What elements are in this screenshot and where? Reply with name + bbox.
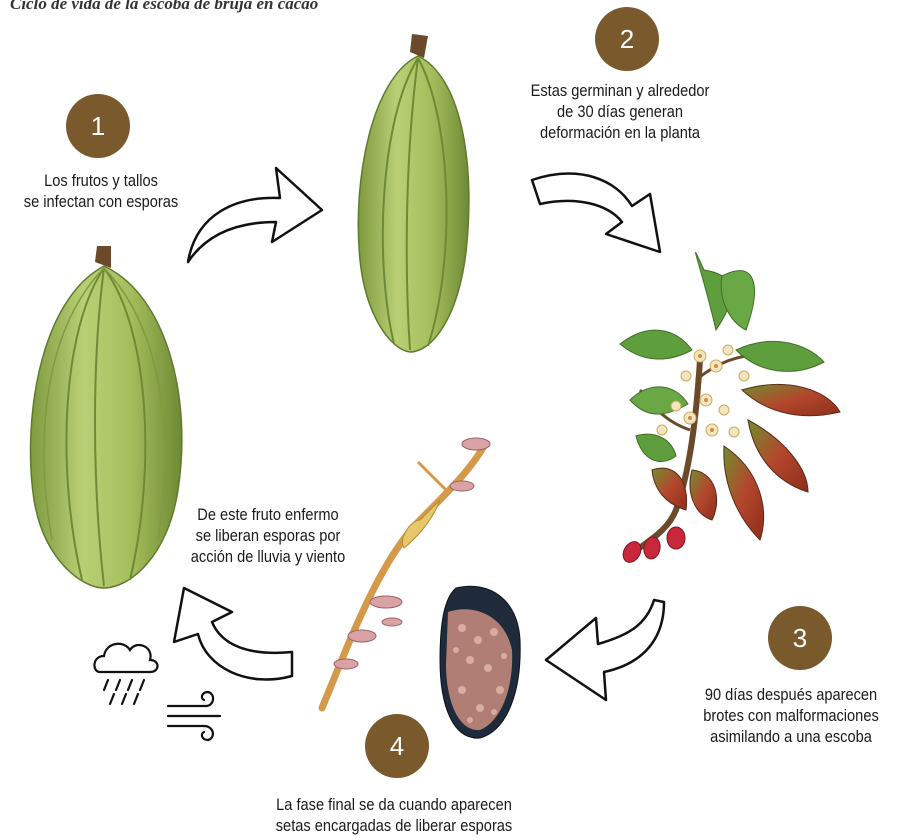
caption-line: 90 días después aparecen (697, 684, 884, 705)
cycle-arrow-icon (188, 168, 322, 262)
caption-line: acción de lluvia y viento (180, 546, 355, 567)
caption-line: asimilando a una escoba (697, 726, 884, 747)
caption-line: brotes con malformaciones (697, 705, 884, 726)
caption-line: Estas germinan y alrededor (525, 80, 714, 101)
caption-line: La fase final se da cuando aparecen (258, 794, 530, 815)
step-4-caption: La fase final se da cuando aparecen seta… (258, 794, 530, 836)
cycle-arrow-icon (546, 600, 664, 700)
cacao-pod-icon (358, 34, 469, 352)
caption-line: De este fruto enfermo (180, 504, 355, 525)
caption-line: se liberan esporas por (180, 525, 355, 546)
step-1-caption: Los frutos y tallos se infectan con espo… (19, 170, 182, 212)
cycle-arrow-icon (532, 174, 660, 252)
spore-release-caption: De este fruto enfermo se liberan esporas… (180, 504, 355, 567)
step-number-badge: 1 (66, 94, 130, 158)
cacao-branch-icon (620, 252, 840, 565)
cycle-arrow-icon (174, 588, 292, 680)
step-number-badge: 3 (768, 606, 832, 670)
rain-cloud-icon (94, 644, 157, 704)
caption-line: setas encargadas de liberar esporas (258, 815, 530, 836)
step-number-badge: 4 (365, 714, 429, 778)
cacao-pod-icon (31, 246, 182, 588)
diseased-pod-icon (440, 586, 520, 738)
caption-line: se infectan con esporas (19, 191, 182, 212)
caption-line: deformación en la planta (525, 122, 714, 143)
step-2-caption: Estas germinan y alrededor de 30 días ge… (525, 80, 714, 143)
step-number-badge: 2 (595, 7, 659, 71)
caption-line: Los frutos y tallos (19, 170, 182, 191)
wind-icon (168, 692, 220, 740)
step-3-caption: 90 días después aparecen brotes con malf… (697, 684, 884, 747)
caption-line: de 30 días generan (525, 101, 714, 122)
